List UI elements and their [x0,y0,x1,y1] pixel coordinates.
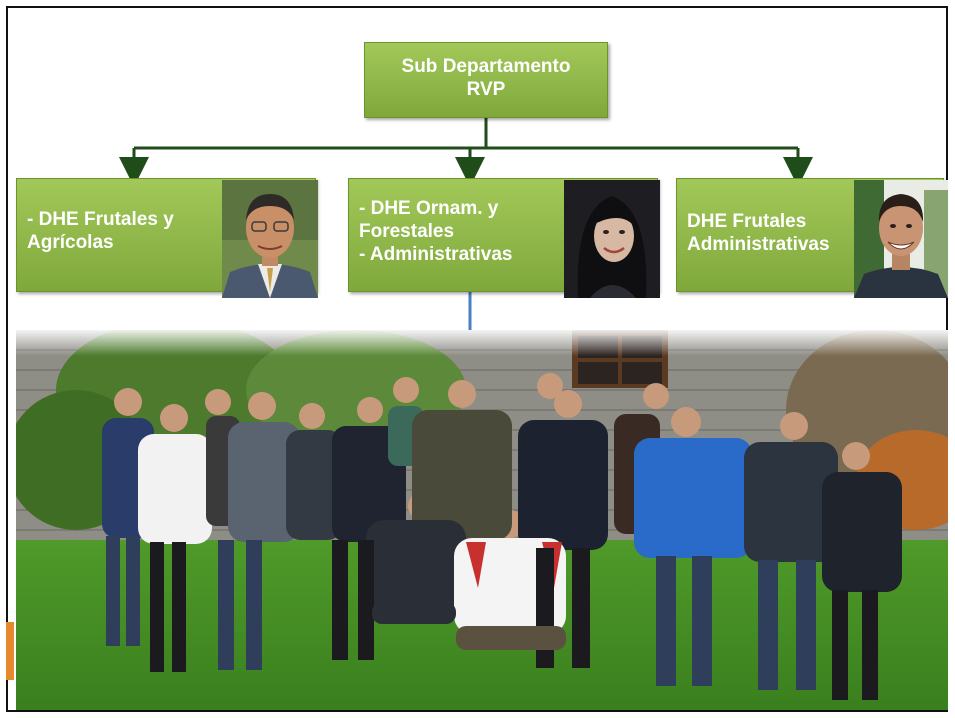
unit-left-line-2: Agrícolas [27,232,114,253]
org-node-root: Sub Departamento RVP [364,42,608,118]
man-with-glasses-portrait [222,180,318,298]
unit-right-line-2: Administrativas [687,234,830,255]
unit-right-line-1: DHE Frutales [687,211,807,232]
unit-center-line-2: Forestales [359,221,455,242]
group-people [102,373,902,700]
unit-center-line-1: - DHE Ornam. y [359,198,499,219]
team-group-photo [6,320,955,710]
root-line-2: RVP [466,79,506,100]
root-line-1: Sub Departamento [401,56,571,77]
unit-left-line-1: - DHE Frutales y [27,209,174,230]
smiling-man-portrait [854,180,948,298]
unit-center-line-3: - Administrativas [359,244,513,265]
accent-tab [6,622,14,680]
woman-portrait [564,180,660,298]
